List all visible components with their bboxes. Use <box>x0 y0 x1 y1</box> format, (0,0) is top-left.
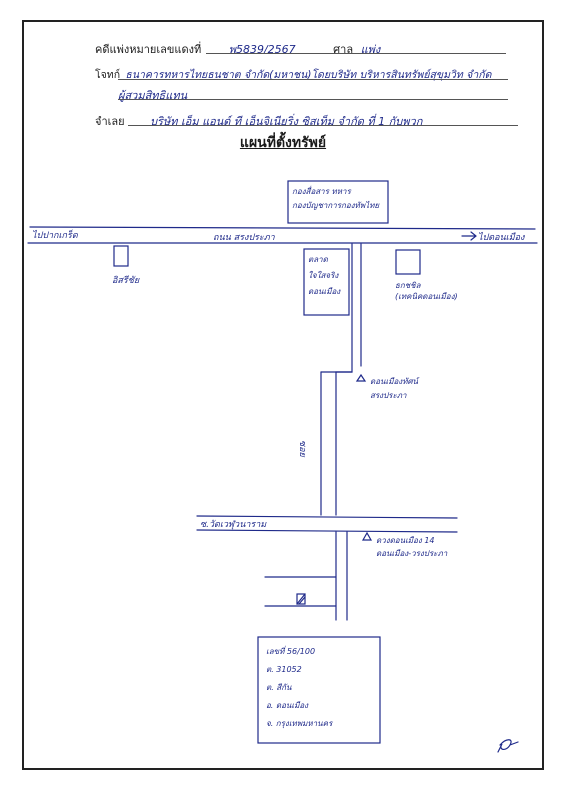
market-label: ตลาดใจใสจริงดอนเมือง <box>308 255 341 296</box>
case-number: พ5839/2567 <box>228 43 296 56</box>
defendant-underline <box>128 125 518 126</box>
west-label: ไปปากเกร็ด <box>32 229 79 241</box>
plaintiff-name-line2: ผู้สวมสิทธิแทน <box>118 89 188 102</box>
top-building-label: กองสื่อสาร ทหารกองบัญชาการกองทัพไทย <box>292 185 380 210</box>
main-road-label: ถนน สรงประภา <box>213 233 276 243</box>
court-label: ศาล <box>333 43 354 56</box>
right-landmark-box <box>395 249 421 275</box>
left-landmark-box <box>113 245 129 267</box>
left-landmark-label: อิสรีชัย <box>112 275 140 286</box>
signature <box>497 739 519 753</box>
soi-road-label: ซอย <box>297 440 307 458</box>
document-title: แผนที่ตั้งทรัพย์ <box>239 135 327 151</box>
side-road-label: ซ.วัดเวฬุวนาราม <box>200 519 267 530</box>
side-road-bottom-edge <box>196 529 458 533</box>
plaintiff-label: โจทก์ <box>95 69 121 81</box>
plaintiff-line: โจทก์ ธนาคารทหารไทยธนชาต จำกัด(มหาชน)โดย… <box>95 66 491 83</box>
temple-label: ดอนเมืองทัศน์สรงประภา <box>370 376 420 400</box>
page-border <box>22 20 544 770</box>
address-box <box>257 636 381 744</box>
defendant-label: จำเลย <box>95 115 125 128</box>
office-triangle <box>361 531 373 541</box>
market-box <box>303 248 350 316</box>
main-road-top-edge <box>29 226 536 230</box>
right-landmark-label: ธกชชิล(เทคนิคดอนเมือง) <box>395 281 458 301</box>
property-marker <box>296 593 306 605</box>
east-label: ไปดอนเมือง <box>478 231 525 243</box>
plaintiff-name: ธนาคารทหารไทยธนชาต จำกัด(มหาชน)โดยบริษัท… <box>125 69 492 81</box>
defendant-line: จำเลย บริษัท เอ็ม แอนด์ ที เอ็นจิเนียริ่… <box>95 112 422 130</box>
plaintiff-underline <box>118 79 508 80</box>
top-building-box <box>287 180 389 224</box>
temple-triangle <box>355 373 367 382</box>
property-hatch <box>296 593 306 605</box>
case-label: คดีแพ่งหมายเลขแดงที่ <box>95 43 202 56</box>
east-arrow <box>461 231 477 241</box>
case-underline <box>206 53 506 54</box>
defendant-name: บริษัท เอ็ม แอนด์ ที เอ็นจิเนียริ่ง ซิสเ… <box>150 115 423 128</box>
plaintiff-underline-2 <box>118 99 508 100</box>
soi-road-right-edge <box>335 243 353 516</box>
court-name: แพ่ง <box>360 43 381 56</box>
side-road-top-edge <box>196 515 458 519</box>
case-line: คดีแพ่งหมายเลขแดงที่ พ5839/2567 ศาล แพ่ง <box>95 40 380 58</box>
